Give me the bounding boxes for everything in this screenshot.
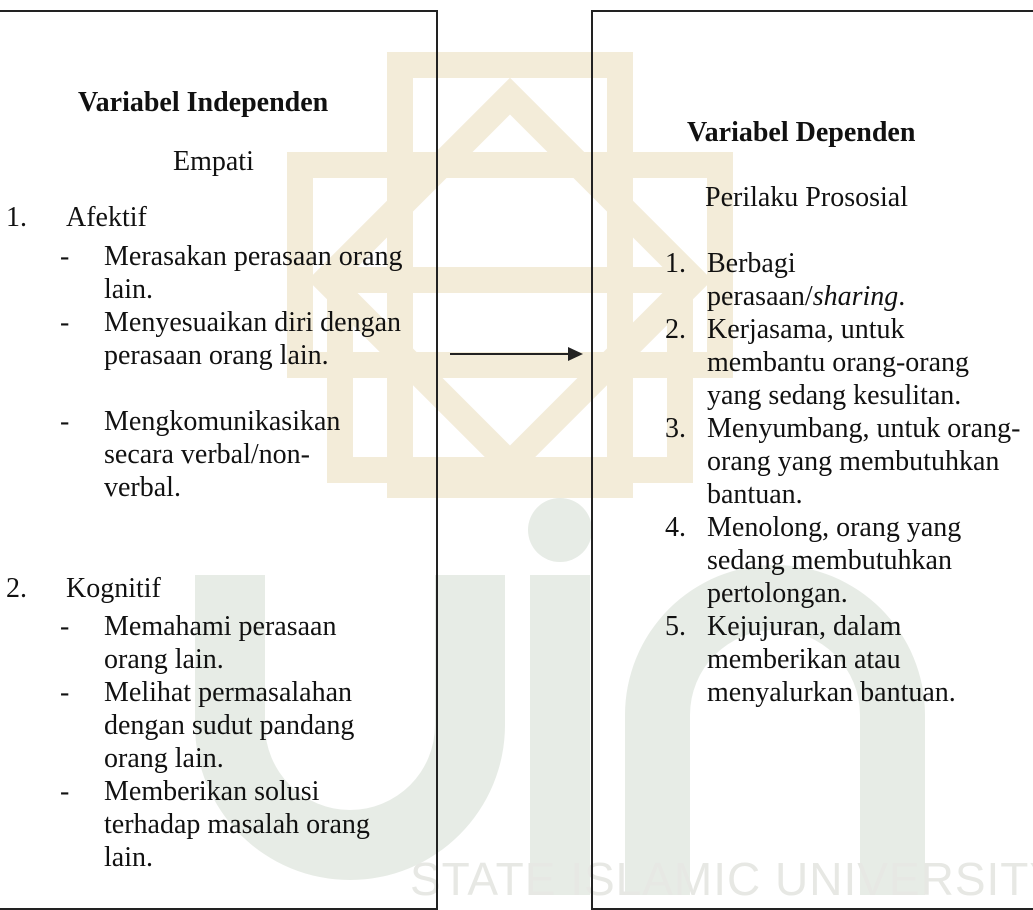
dependent-variable-box: Variabel Dependen Perilaku Prososial 1. … xyxy=(591,10,1033,910)
bullet-dash: - xyxy=(60,677,70,708)
group-number: 1. xyxy=(6,202,27,233)
ornament-watermark xyxy=(287,52,733,498)
item-number: 4. xyxy=(665,512,686,543)
list-item: Kerjasama, untuk membantu orang-orang ya… xyxy=(707,314,970,411)
bullet-dash: - xyxy=(60,406,70,437)
letters-watermark xyxy=(195,498,925,895)
emphasis-sharing: sharing xyxy=(812,281,899,312)
dependent-subtitle: Perilaku Prososial xyxy=(705,182,908,213)
independent-subtitle: Empati xyxy=(173,146,254,177)
bullet-dash: - xyxy=(60,611,70,642)
bullet-dash: - xyxy=(60,307,70,338)
list-item: Kejujuran, dalam memberikan atau menyalu… xyxy=(707,611,956,708)
item-number: 5. xyxy=(665,611,686,642)
list-item: Menyesuaikan diri dengan perasaan orang … xyxy=(104,307,402,371)
dependent-title: Variabel Dependen xyxy=(687,117,916,148)
watermark-text: STATE ISLAMIC UNIVERSITY xyxy=(410,853,1033,905)
list-item: Memahami perasaan orang lain. xyxy=(104,611,337,675)
list-item: Berbagi perasaan/sharing. xyxy=(707,248,906,312)
relationship-arrow xyxy=(450,347,583,361)
group-label-cognitive: Kognitif xyxy=(66,573,161,604)
item-number: 2. xyxy=(665,314,686,345)
list-item: Menolong, orang yang sedang membutuhkan … xyxy=(707,512,962,609)
independent-title: Variabel Independen xyxy=(78,87,329,118)
list-item: Menyumbang, untuk orang-orang yang membu… xyxy=(707,413,1021,510)
group-number: 2. xyxy=(6,573,27,604)
list-item: Memberikan solusi terhadap masalah orang… xyxy=(104,776,370,873)
bullet-dash: - xyxy=(60,241,70,272)
item-number: 1. xyxy=(665,248,686,279)
list-item: Melihat permasalahan dengan sudut pandan… xyxy=(104,677,355,774)
independent-variable-box: Variabel Independen Empati 1. Afektif - … xyxy=(0,10,438,910)
list-item: Merasakan perasaan orang lain. xyxy=(104,241,403,305)
item-number: 3. xyxy=(665,413,686,444)
group-label-affective: Afektif xyxy=(66,202,147,233)
list-item: Mengkomunikasikan secara verbal/non-verb… xyxy=(104,406,341,503)
bullet-dash: - xyxy=(60,776,70,807)
